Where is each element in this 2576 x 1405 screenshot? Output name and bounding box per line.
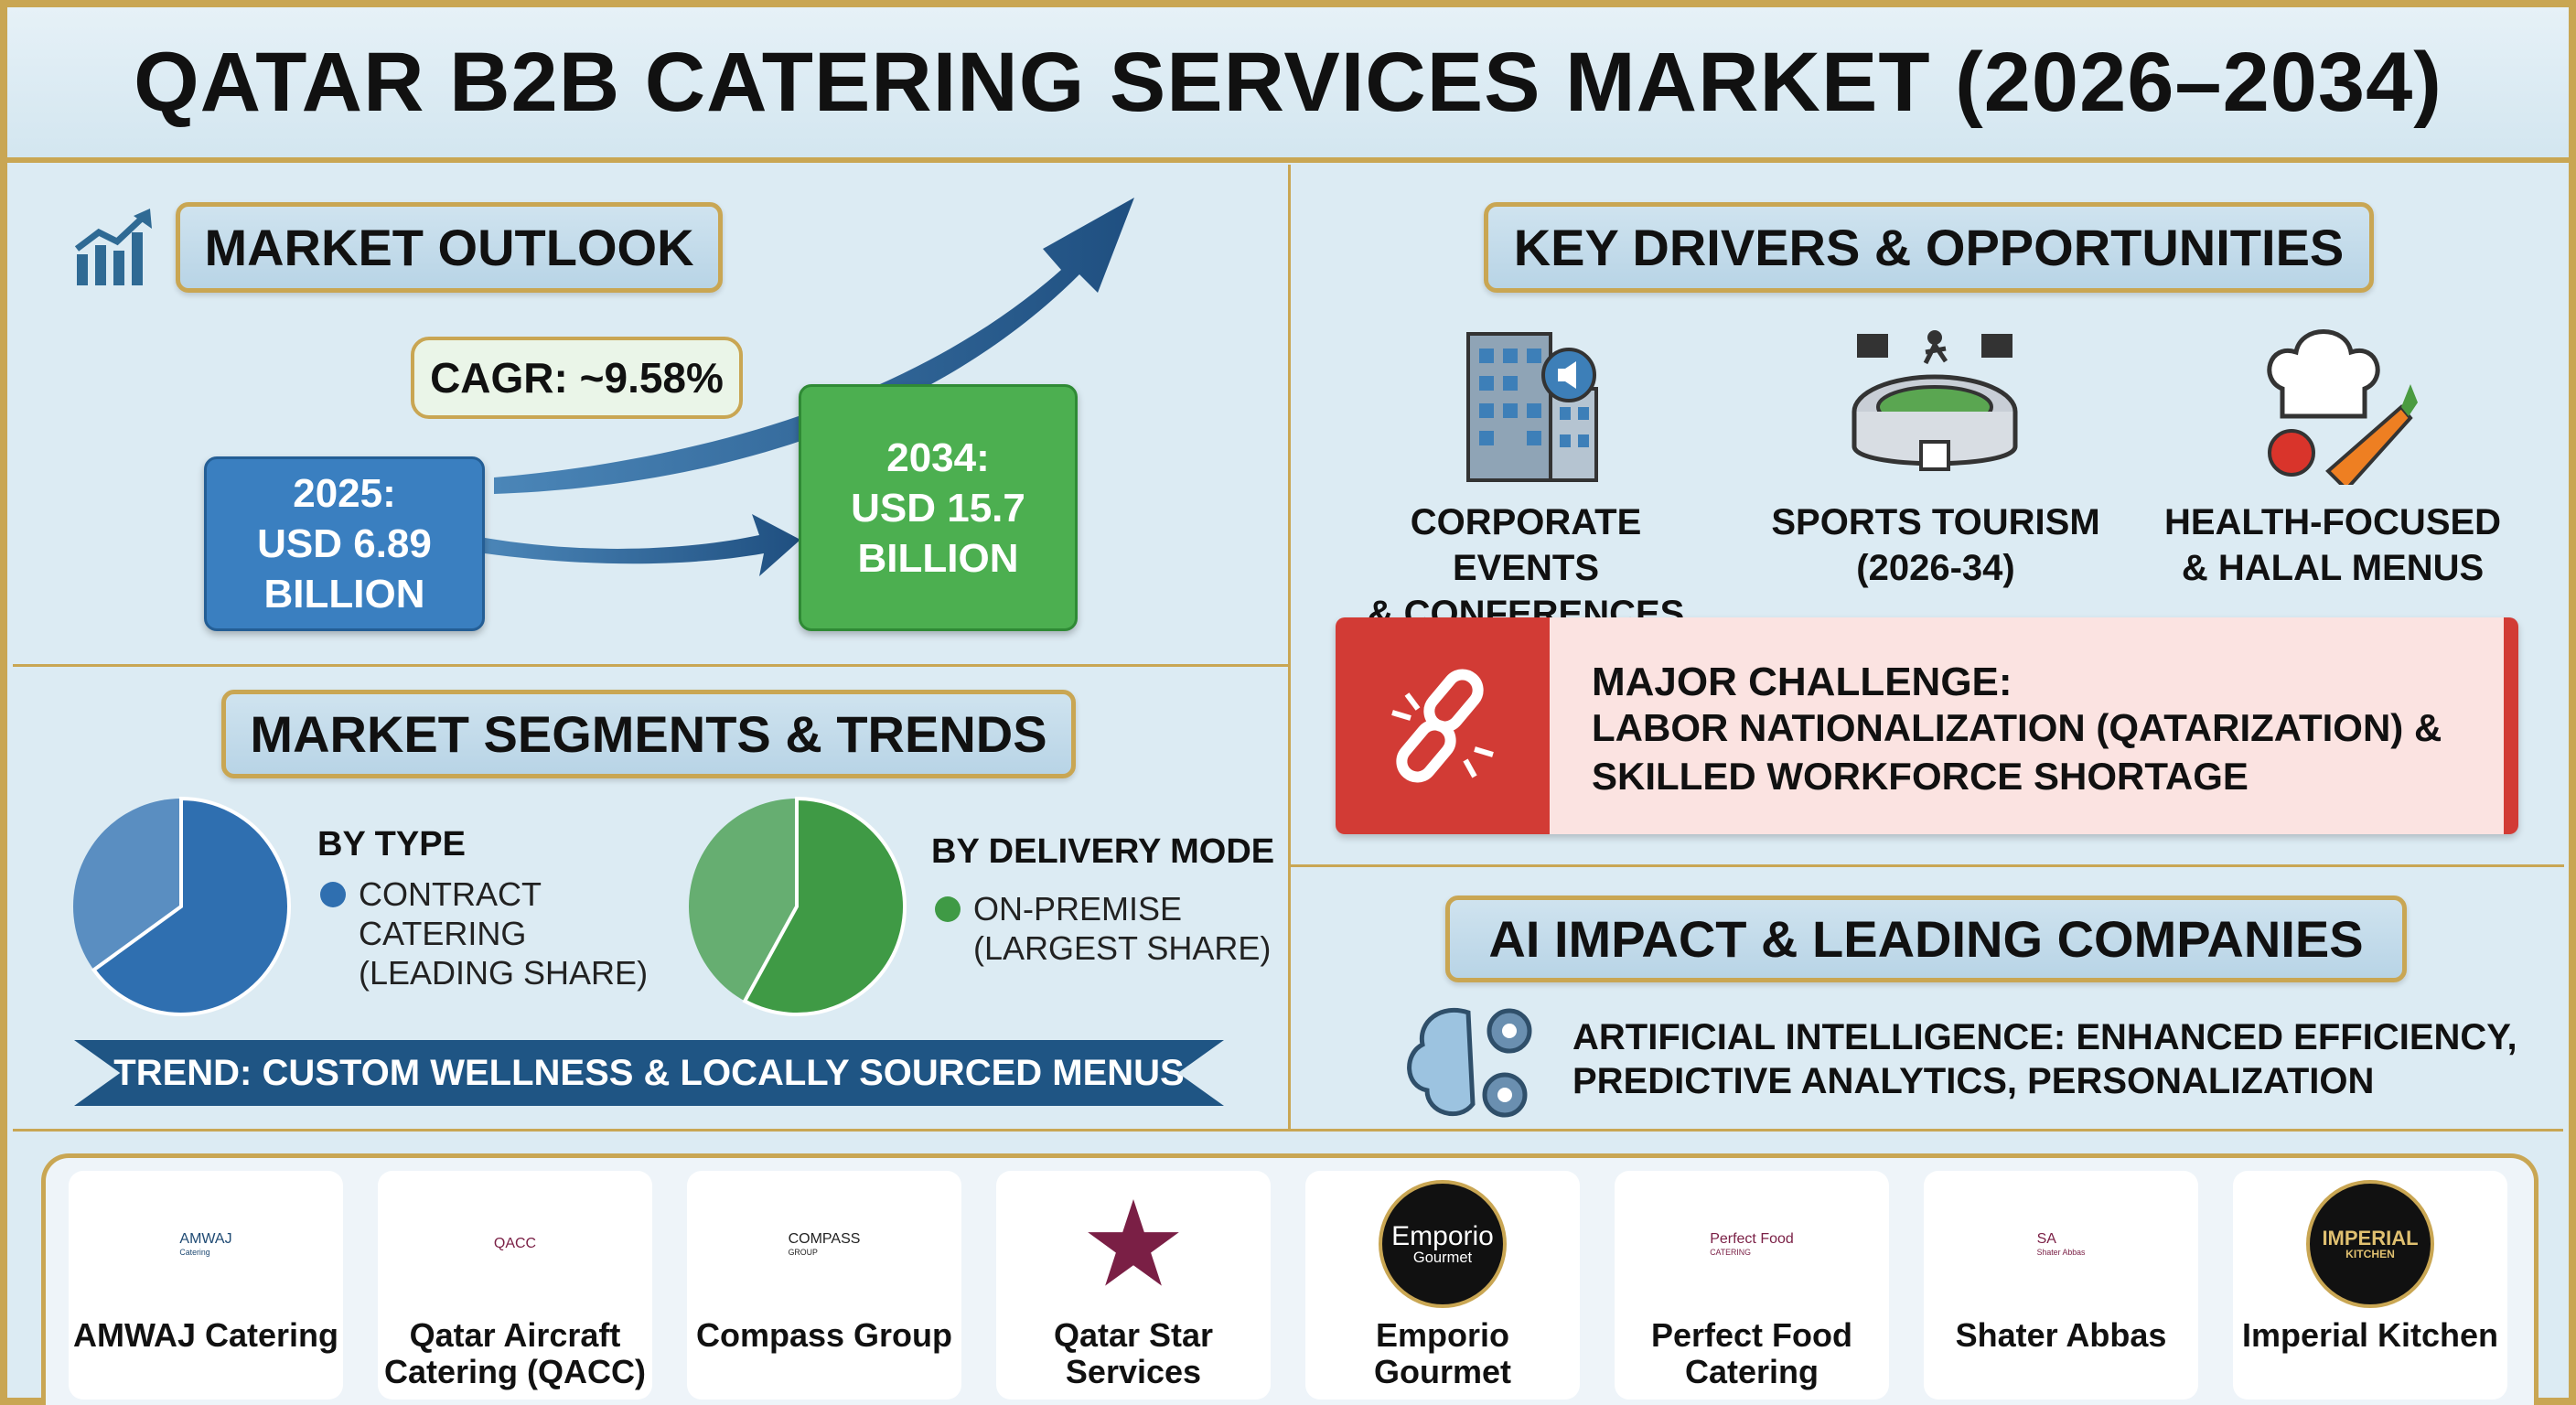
key-drivers-heading: KEY DRIVERS & OPPORTUNITIES bbox=[1484, 202, 2374, 293]
company-name: Qatar Star Services bbox=[1053, 1316, 1214, 1390]
company-name: AMWAJ Catering bbox=[72, 1316, 339, 1354]
challenge-text: LABOR NATIONALIZATION (QATARIZATION) & S… bbox=[1592, 706, 2442, 798]
company-logo: QACC bbox=[494, 1171, 536, 1317]
pie-slice-leading bbox=[91, 796, 291, 1016]
company-card[interactable]: QACC Qatar Aircraft Catering (QACC) bbox=[378, 1171, 652, 1400]
divider bbox=[1291, 864, 2564, 867]
legend-dot bbox=[320, 882, 346, 907]
ai-bold-label: ARTIFICIAL INTELLIGENCE: bbox=[1572, 1017, 2066, 1057]
driver-label-health: HEALTH-FOCUSED & HALAL MENUS bbox=[2163, 502, 2502, 588]
logo-text: IMPERIAL bbox=[2322, 1226, 2419, 1249]
driver-label-corporate: CORPORATE EVENTS & CONFERENCES bbox=[1367, 502, 1685, 634]
ai-text: ENHANCED EFFICIENCY, PREDICTIVE ANALYTIC… bbox=[1572, 1017, 2517, 1101]
logo-text: AMWAJ bbox=[179, 1231, 232, 1247]
broken-chain-icon bbox=[1336, 617, 1550, 834]
by-delivery-title: BY DELIVERY MODE bbox=[931, 832, 1275, 871]
logo-text: SA bbox=[2036, 1231, 2056, 1247]
market-segments-heading: MARKET SEGMENTS & TRENDS bbox=[221, 690, 1076, 778]
logo-subtext: Gourmet bbox=[1412, 1249, 1473, 1266]
logo-text: Emporio bbox=[1391, 1220, 1494, 1251]
logo-subtext: CATERING bbox=[1710, 1248, 1751, 1257]
chef-vegetables-icon bbox=[2267, 329, 2418, 485]
trend-ribbon: TREND: CUSTOM WELLNESS & LOCALLY SOURCED… bbox=[74, 1040, 1224, 1106]
ai-impact-heading: AI IMPACT & LEADING COMPANIES bbox=[1445, 896, 2407, 982]
company-card[interactable]: ★Qatar Star Services bbox=[996, 1171, 1271, 1400]
divider bbox=[13, 664, 1288, 667]
stadium-icon bbox=[1852, 330, 2018, 471]
pie-slice-leading bbox=[742, 796, 907, 1016]
challenge-title: MAJOR CHALLENGE: bbox=[1592, 660, 2012, 704]
logo-subtext: Shater Abbas bbox=[2036, 1248, 2086, 1257]
company-name: Imperial Kitchen bbox=[2241, 1316, 2499, 1354]
ai-description: ARTIFICIAL INTELLIGENCE: ENHANCED EFFICI… bbox=[1572, 1015, 2517, 1103]
ai-brain-gears-icon bbox=[1407, 1007, 1532, 1118]
logo-text: ★ bbox=[1079, 1177, 1187, 1311]
company-name: Compass Group bbox=[695, 1316, 953, 1354]
value-2025: 2025: USD 6.89 BILLION bbox=[204, 456, 485, 631]
company-logo: ★ bbox=[1080, 1171, 1187, 1317]
logo-text: Perfect Food bbox=[1710, 1231, 1794, 1247]
value-2034: 2034: USD 15.7 BILLION bbox=[799, 384, 1078, 631]
cagr-badge: CAGR: ~9.58% bbox=[411, 337, 743, 419]
company-name: Perfect Food Catering bbox=[1650, 1316, 1853, 1390]
legend-dot bbox=[935, 896, 961, 922]
logo-subtext: Catering bbox=[179, 1248, 210, 1257]
office-building-icon bbox=[1466, 332, 1598, 482]
driver-label-sports: SPORTS TOURISM (2026-34) bbox=[1771, 502, 2100, 588]
company-name: Qatar Aircraft Catering (QACC) bbox=[384, 1316, 646, 1390]
page-title: QATAR B2B CATERING SERVICES MARKET (2026… bbox=[7, 7, 2569, 163]
company-name: Shater Abbas bbox=[1955, 1316, 2167, 1354]
logo-subtext: GROUP bbox=[788, 1248, 818, 1257]
by-type-legend: CONTRACT CATERING (LEADING SHARE) bbox=[359, 875, 649, 992]
pie-by-delivery bbox=[689, 796, 907, 1016]
company-name: Emporio Gourmet bbox=[1373, 1316, 1511, 1390]
by-delivery-legend: ON-PREMISE (LARGEST SHARE) bbox=[973, 890, 1272, 968]
divider bbox=[13, 1129, 2563, 1132]
market-outlook-heading: MARKET OUTLOOK bbox=[176, 202, 723, 293]
logo-subtext: KITCHEN bbox=[2345, 1247, 2395, 1260]
pie-by-type bbox=[73, 796, 291, 1016]
logo-text: QACC bbox=[493, 1236, 537, 1251]
growth-chart-icon bbox=[74, 209, 152, 285]
logo-text: COMPASS bbox=[788, 1231, 861, 1247]
divider bbox=[1288, 165, 1291, 1131]
by-type-title: BY TYPE bbox=[317, 825, 466, 863]
